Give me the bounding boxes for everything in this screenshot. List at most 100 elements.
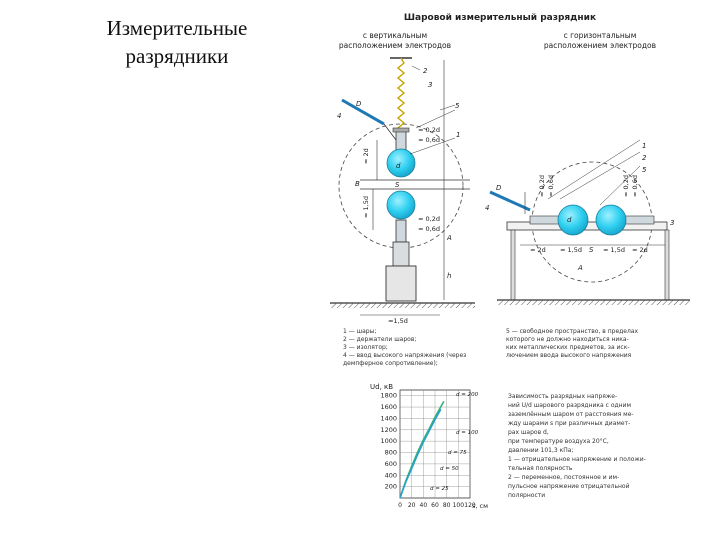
legend-left-line-2: 2 — держатели шаров; <box>343 336 417 343</box>
vertical-caption-line-1: с вертикальным <box>363 31 427 40</box>
chart-y-tick-label-7: 1600 <box>380 403 397 411</box>
label-h-vertical: h <box>447 272 451 280</box>
legend-left: 1 — шары; 2 — держатели шаров; 3 — изоля… <box>343 328 466 368</box>
left-ball <box>557 204 589 236</box>
hv-lead-4 <box>341 98 385 126</box>
chart-caption: Зависимость разрядных напряже- ний U/d ш… <box>508 392 646 500</box>
chart-caption-line-3: заземлённым шаром от расстояния ме- <box>508 411 634 418</box>
insulator-3 <box>392 241 410 267</box>
legend-left-line-5: демпферное сопротивление); <box>343 360 438 367</box>
chart-series-line-2 <box>399 408 442 499</box>
figure-heading: Шаровой измерительный разрядник <box>404 13 596 23</box>
label-d-vertical: d <box>396 162 401 170</box>
chart-caption-line-1: Зависимость разрядных напряже- <box>508 393 618 400</box>
chart-caption-line-8: 1 — отрицательное напряжение и положи- <box>508 456 646 463</box>
chart-x-tick-label-1: 20 <box>408 502 416 509</box>
legend-right-line-3: ких металлических предметов, за иск- <box>506 344 630 351</box>
chart-x-tick-label-0: 0 <box>398 502 402 509</box>
marker-2-horizontal: 2 <box>642 154 647 162</box>
chart-y-tick-label-2: 600 <box>385 460 397 468</box>
chart-x-tick-label-3: 60 <box>431 502 439 509</box>
chart-caption-line-5: рах шаров d, <box>508 429 549 436</box>
clearance-zone-5 <box>338 123 464 249</box>
chart-curve-label-1: d = 100 <box>456 430 479 436</box>
hv-lead-4-horizontal <box>489 190 531 212</box>
slide-title-line-1: Измерительные <box>106 16 248 40</box>
dim-lower-02d: ≈ 0,2d <box>418 215 440 223</box>
dim-upper-02d: ≈ 0,2d <box>418 126 440 134</box>
label-s-vertical: S <box>395 181 400 189</box>
marker-4-vertical: 4 <box>337 112 341 120</box>
dim-h-02d-b: ≈ 0,2d <box>622 175 630 197</box>
chart-x-tick-label-5: 100 <box>453 502 465 509</box>
marker-1-vertical: 1 <box>456 131 460 139</box>
dim-h-06d-b: ≈ 0,6d <box>631 175 639 197</box>
chart-y-tick-label-0: 200 <box>385 483 397 491</box>
chart-x-axis-label: s, см <box>472 502 488 510</box>
label-d-horizontal: d <box>567 216 572 224</box>
marker-D-vertical: D <box>356 100 362 108</box>
slide-title-line-2: разрядники <box>125 44 229 68</box>
dim-h-06d-a: ≈ 0,6d <box>547 175 555 197</box>
dim-h-15d-right: ≈ 1,5d <box>603 246 625 254</box>
chart-caption-line-6: при температуре воздуха 20°С, <box>508 438 609 445</box>
label-A-horizontal: A <box>577 264 583 272</box>
right-ball <box>595 204 627 236</box>
chart-x-tick-label-4: 80 <box>443 502 451 509</box>
chart-x-tick-label-6: 120 <box>464 502 476 509</box>
legend-left-line-3: 3 — изолятор; <box>343 344 388 351</box>
chart-curve-label-3: d = 50 <box>440 466 459 472</box>
chart-curve-label-2: d = 75 <box>448 450 467 456</box>
dim-bottom-15d: ≈1,5d <box>388 317 408 325</box>
chart-y-tick-label-4: 1000 <box>380 437 397 445</box>
chart-y-tick-label-3: 800 <box>385 449 397 457</box>
chart-caption-line-12: полярности <box>508 492 546 499</box>
chart-caption-line-4: жду шарами s при различных диамет- <box>508 420 631 427</box>
chart-caption-line-2: ний U/d шарового разрядника с одним <box>508 402 631 409</box>
chart-y-tick-label-1: 400 <box>385 471 397 479</box>
chart-y-tick-label-5: 1200 <box>380 426 397 434</box>
legend-right-line-4: лючением ввода высокого напряжения <box>506 352 632 359</box>
dim-upper-06d: ≈ 0,6d <box>418 136 440 144</box>
legend-right: 5 — свободное пространство, в пределах к… <box>506 328 638 360</box>
horizontal-caption-line-1: с горизонтальным <box>564 31 637 40</box>
chart-caption-line-11: пульсное напряжение отрицательной <box>508 483 630 490</box>
chart-y-axis-label: Ud, кВ <box>370 383 393 391</box>
dim-vertical-2d: ≈ 2d <box>362 148 370 164</box>
chart-caption-line-7: давлении 101,3 кПа; <box>508 447 574 454</box>
legend-right-line-2: которого не должно находиться ника- <box>506 336 629 343</box>
label-A-vertical: A <box>446 234 452 242</box>
marker-1-horizontal: 1 <box>642 142 646 150</box>
dim-h-15d-left: ≈ 1,5d <box>560 246 582 254</box>
lower-ball <box>386 190 416 220</box>
dim-h-2d-left: ≈ 2d <box>530 246 546 254</box>
marker-5-horizontal: 5 <box>642 166 647 174</box>
chart-curve-label-0: d = 200 <box>456 392 479 398</box>
legend-right-line-1: 5 — свободное пространство, в пределах <box>506 328 639 335</box>
label-s-horizontal: S <box>589 246 594 254</box>
label-B-vertical: B <box>355 180 360 188</box>
dim-h-2d-right: ≈ 2d <box>632 246 648 254</box>
vertical-caption-line-2: расположением электродов <box>339 41 451 50</box>
chart-caption-line-9: тельная полярность <box>508 465 573 472</box>
breakdown-voltage-chart: Ud, кВ s, см 200400600800100012001400160… <box>370 383 488 510</box>
dim-h-02d-a: ≈ 0,2d <box>538 175 546 197</box>
marker-3-horizontal: 3 <box>670 219 674 227</box>
horizontal-caption-line-2: расположением электродов <box>544 41 656 50</box>
chart-x-tick-label-2: 40 <box>420 502 428 509</box>
marker-4-horizontal: 4 <box>485 204 489 212</box>
chart-y-tick-label-6: 1400 <box>380 414 397 422</box>
dim-vertical-15d: ≈ 1,5d <box>362 196 370 218</box>
upper-ball <box>386 148 416 178</box>
dim-lower-06d: ≈ 0,6d <box>418 225 440 233</box>
stand-base <box>385 265 417 302</box>
marker-5-vertical: 5 <box>455 102 460 110</box>
chart-curve-label-4: d = 25 <box>430 486 449 492</box>
vertical-spark-gap: ≈ 0,2d ≈ 0,6d ≈ 0,2d ≈ 0,6d ≈ 2d ≈ 1,5d … <box>330 57 475 325</box>
legend-left-line-4: 4 — ввод высокого напряжения (через <box>343 352 467 359</box>
marker-D-horizontal: D <box>496 184 502 192</box>
marker-2-vertical: 2 <box>423 67 428 75</box>
horizontal-spark-gap: ≈ 0,2d ≈ 0,6d ≈ 0,2d ≈ 0,6d ≈ 2d ≈ 1,5d … <box>485 139 690 305</box>
legend-left-line-1: 1 — шары; <box>343 328 377 335</box>
